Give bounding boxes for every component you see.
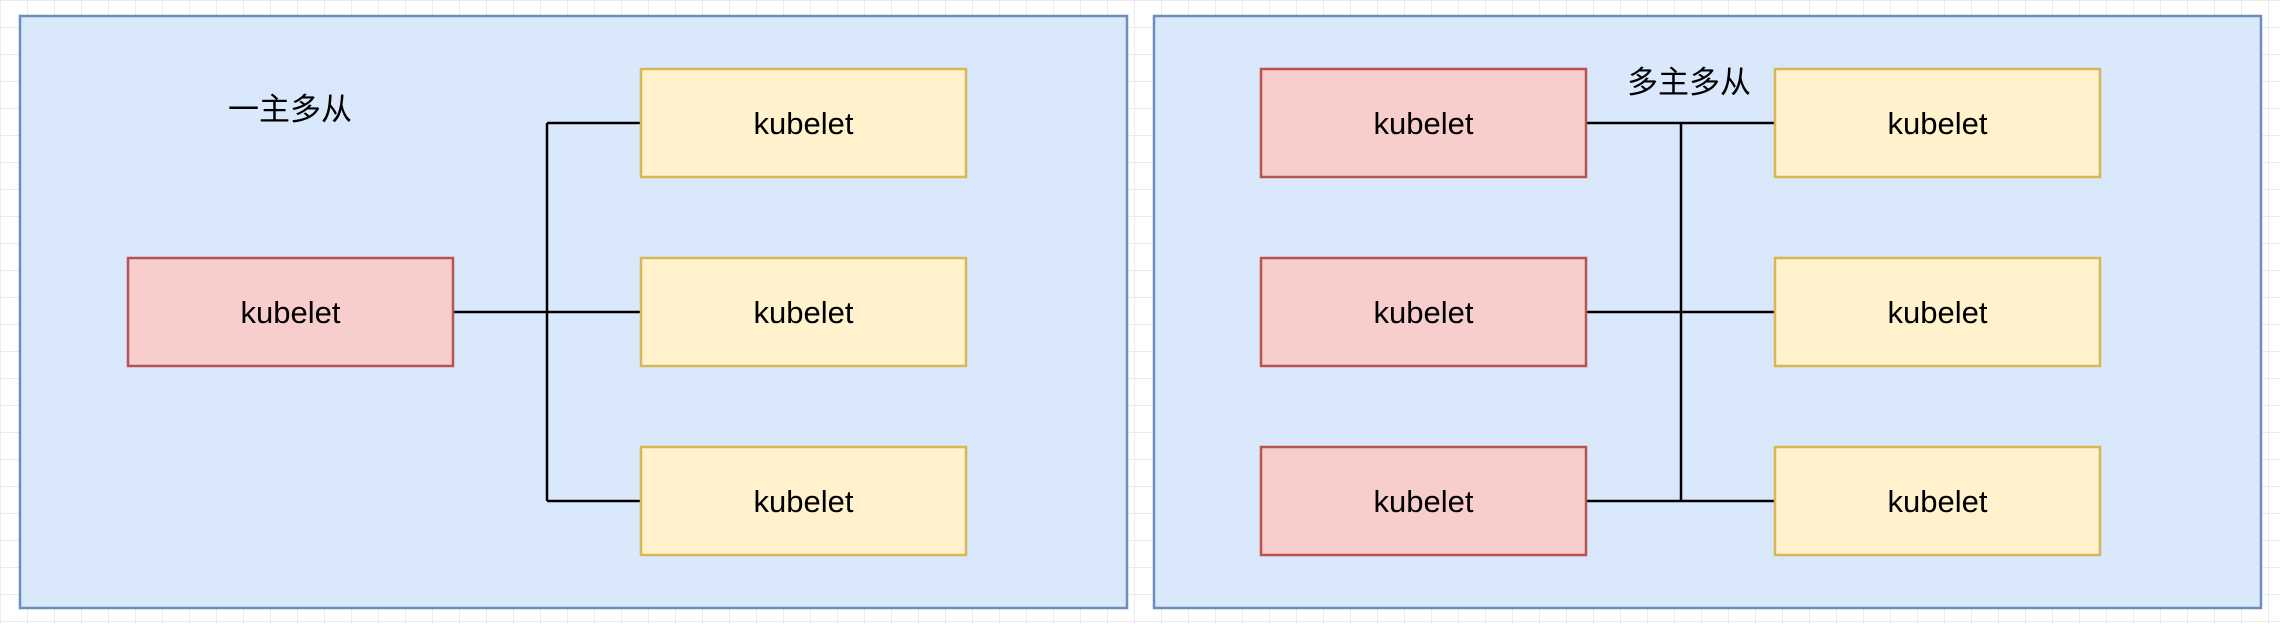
worker-node-box	[1773, 67, 2102, 179]
master-node[interactable]: kubelet	[1259, 67, 1588, 179]
single-master-connectors	[453, 121, 641, 503]
master-node-label: kubelet	[1374, 106, 1474, 141]
worker-node[interactable]: kubelet	[639, 67, 968, 179]
worker-node-box	[639, 67, 968, 179]
master-node-box	[1259, 67, 1588, 179]
master-node[interactable]: kubelet	[1259, 445, 1588, 557]
master-node-box	[1259, 256, 1588, 368]
worker-node-label: kubelet	[1888, 295, 1988, 330]
worker-node[interactable]: kubelet	[1773, 67, 2102, 179]
worker-node-label: kubelet	[754, 295, 854, 330]
worker-node[interactable]: kubelet	[1773, 256, 2102, 368]
panel-multi-master-title: 多主多从	[1627, 65, 1751, 101]
master-node[interactable]: kubelet	[1259, 256, 1588, 368]
worker-node[interactable]: kubelet	[639, 445, 968, 557]
master-node-label: kubelet	[1374, 484, 1474, 519]
master-node-label: kubelet	[241, 295, 341, 330]
worker-node-box	[1773, 256, 2102, 368]
worker-node[interactable]: kubelet	[1773, 445, 2102, 557]
master-node[interactable]: kubelet	[126, 256, 455, 368]
worker-node-label: kubelet	[754, 106, 854, 141]
multi-master-connectors	[1586, 121, 1775, 503]
panel-single-master: 一主多从 kubelet kubelet kubelet kubelet	[18, 14, 1129, 610]
master-node-box	[126, 256, 455, 368]
worker-node-label: kubelet	[1888, 484, 1988, 519]
master-node-label: kubelet	[1374, 295, 1474, 330]
master-node-box	[1259, 445, 1588, 557]
worker-node[interactable]: kubelet	[639, 256, 968, 368]
worker-node-label: kubelet	[754, 484, 854, 519]
panel-single-master-title: 一主多从	[228, 92, 352, 128]
worker-node-box	[639, 445, 968, 557]
worker-node-box	[639, 256, 968, 368]
panel-multi-master: 多主多从 kubelet kubelet kubelet kubelet	[1152, 14, 2263, 610]
worker-node-label: kubelet	[1888, 106, 1988, 141]
worker-node-box	[1773, 445, 2102, 557]
